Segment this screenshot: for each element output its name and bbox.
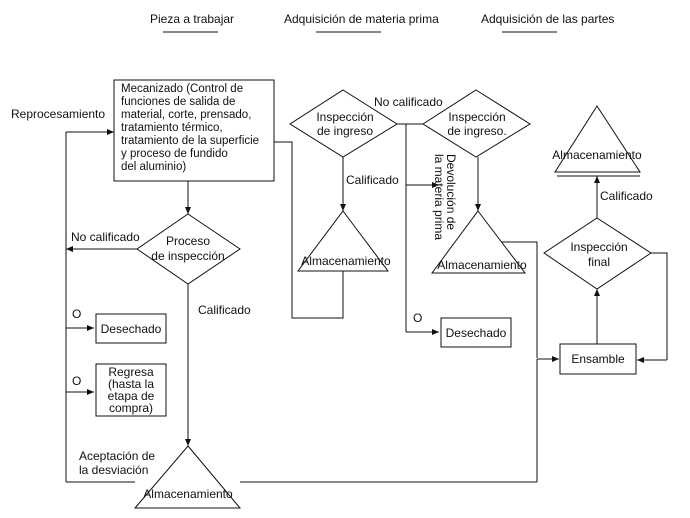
- mecanizado-line-3: material, corte, prensado,: [121, 109, 251, 121]
- mecanizado-line-2: funciones de salida de: [121, 96, 235, 108]
- legend-item-partes: Adquisición de las partes: [481, 12, 614, 26]
- proceso-line-2: de inspección: [151, 249, 224, 263]
- connectors: [65, 123, 668, 483]
- line-almacenamiento2-to-ensamble: [497, 241, 538, 358]
- line-almacenamiento1-loop: [274, 141, 344, 319]
- legend-item-materia-prima: Adquisición de materia prima: [284, 12, 439, 26]
- label-aceptacion-1: Aceptación de: [79, 449, 155, 463]
- mecanizado-line-6: y proceso de fundido: [121, 148, 228, 160]
- almacenamiento-1-label: Almacenamiento: [301, 254, 391, 268]
- legend-item-pieza: Pieza a trabajar: [150, 12, 234, 26]
- label-calificado-1: Calificado: [346, 173, 399, 187]
- label-calificado-2: Calificado: [198, 303, 251, 317]
- node-proceso-inspeccion: Proceso de inspección: [136, 213, 241, 285]
- mecanizado-line-4: tratamiento térmico,: [121, 122, 223, 134]
- node-ensamble: Ensamble: [559, 343, 637, 375]
- label-o-1: O: [72, 307, 81, 321]
- node-almacenamiento-3: Almacenamiento: [133, 445, 242, 509]
- inspeccion-final-line-2: final: [588, 255, 610, 269]
- label-reprocesamiento: Reprocesamiento: [11, 107, 105, 121]
- node-inspeccion-ingreso-2: Inspección de ingreso.: [422, 89, 531, 158]
- label-aceptacion-2: la desviación: [79, 463, 148, 477]
- regresa-line-2: (hasta la: [108, 377, 154, 391]
- node-regresa: Regresa (hasta la etapa de compra): [95, 363, 167, 417]
- inspeccion1-line-2: de ingreso: [317, 124, 373, 138]
- node-inspeccion-ingreso-1: Inspección de ingreso: [289, 89, 398, 158]
- ensamble-label: Ensamble: [571, 352, 625, 366]
- label-no-calificado-1: No calificado: [71, 230, 140, 244]
- label-devolucion-1: Devolución de: [444, 154, 458, 230]
- mecanizado-line-7: del aluminio): [121, 161, 186, 173]
- label-devolucion-2: la materia prima: [432, 154, 446, 240]
- inspeccion-final-line-1: Inspección: [570, 240, 627, 254]
- regresa-line-4: compra): [109, 401, 153, 415]
- node-desechado-1: Desechado: [95, 313, 167, 344]
- label-calificado-3: Calificado: [600, 189, 653, 203]
- proceso-line-1: Proceso: [166, 234, 210, 248]
- node-mecanizado: Mecanizado (Control de funciones de sali…: [113, 79, 275, 182]
- desechado-1-label: Desechado: [101, 322, 162, 336]
- line-inspeccion-final-loop: [651, 252, 668, 360]
- almacenamiento-3-label: Almacenamiento: [143, 487, 233, 501]
- label-o-3: O: [413, 311, 422, 325]
- legend: Pieza a trabajar Adquisición de materia …: [150, 12, 614, 33]
- inspeccion2-line-2: de ingreso.: [447, 124, 506, 138]
- node-inspeccion-final: Inspección final: [543, 217, 652, 290]
- regresa-line-1: Regresa: [108, 365, 154, 379]
- desechado-2-label: Desechado: [446, 326, 507, 340]
- label-o-2: O: [72, 374, 81, 388]
- inspeccion1-line-1: Inspección: [316, 110, 373, 124]
- almacenamiento-final-label: Almacenamiento: [552, 148, 642, 162]
- mecanizado-line-5: tratamiento de la superficie: [121, 135, 259, 147]
- node-desechado-2: Desechado: [440, 317, 512, 348]
- edge-labels: Reprocesamiento No calificado No calific…: [11, 95, 653, 477]
- almacenamiento-2-label: Almacenamiento: [437, 258, 527, 272]
- node-almacenamiento-2: Almacenamiento: [431, 210, 527, 274]
- node-almacenamiento-final: Almacenamiento: [552, 105, 642, 173]
- label-no-calificado-2: No calificado: [374, 95, 443, 109]
- regresa-line-3: etapa de: [108, 389, 155, 403]
- node-almacenamiento-1: Almacenamiento: [297, 210, 391, 272]
- inspeccion2-line-1: Inspección: [448, 110, 505, 124]
- mecanizado-line-1: Mecanizado (Control de: [121, 83, 243, 95]
